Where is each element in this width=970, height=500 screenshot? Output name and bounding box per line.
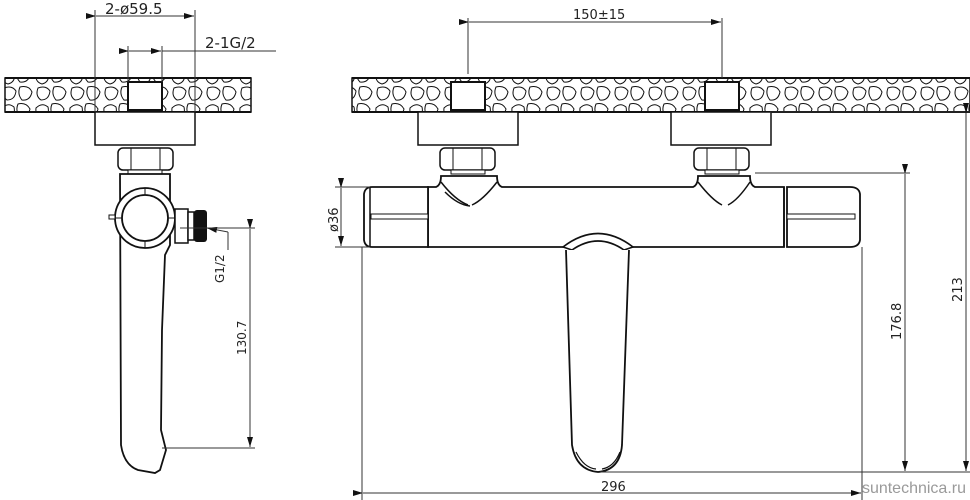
flange bbox=[94, 111, 196, 146]
hex-nut-right bbox=[693, 147, 750, 175]
inlet-fitting bbox=[127, 81, 163, 111]
wall-section-front bbox=[351, 77, 970, 113]
thermostat-knob bbox=[108, 187, 176, 249]
watermark: suntechnica.ru bbox=[861, 480, 966, 497]
flange-left bbox=[417, 111, 519, 146]
front-dimensions bbox=[335, 18, 970, 500]
inlet-left bbox=[450, 81, 486, 111]
thermostat-handle-left bbox=[363, 186, 429, 248]
dim-total-width: 296 bbox=[601, 480, 626, 495]
hex-nut-left bbox=[439, 147, 496, 175]
inlet-right bbox=[704, 81, 740, 111]
shower-outlet bbox=[174, 208, 207, 244]
hex-nut bbox=[117, 147, 174, 175]
dim-spout-height: 176.8 bbox=[890, 303, 905, 340]
dim-flange-diameter: 2-ø59.5 bbox=[105, 0, 163, 18]
dim-body-diameter: ø36 bbox=[327, 208, 342, 233]
flange-right bbox=[670, 111, 772, 146]
front-view: 150±15 ø36 296 176.8 213 bbox=[327, 8, 970, 500]
flow-handle-right bbox=[783, 186, 861, 248]
spout bbox=[561, 232, 635, 473]
mixer-body-side bbox=[119, 173, 171, 474]
dim-thread-inlet: 2-1G/2 bbox=[205, 34, 256, 52]
dim-spout-drop: 130.7 bbox=[235, 321, 249, 355]
side-dimensions bbox=[86, 10, 276, 449]
dim-total-height: 213 bbox=[951, 277, 966, 302]
dim-inlet-spacing: 150±15 bbox=[573, 8, 625, 23]
dim-outlet-thread: G1/2 bbox=[213, 254, 227, 283]
side-view: 2-ø59.5 2-1G/2 G1/2 130.7 bbox=[4, 0, 276, 474]
connector-curves bbox=[440, 181, 751, 207]
